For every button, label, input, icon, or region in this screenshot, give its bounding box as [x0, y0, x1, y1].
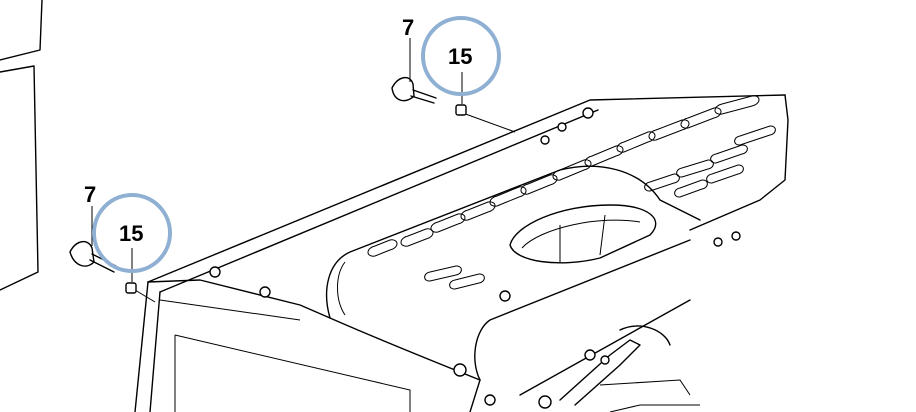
- callout-part-label-top: 7: [402, 15, 414, 40]
- bolt-icon: [391, 77, 437, 104]
- left-fastener: 7 15: [69, 182, 172, 303]
- housing-cover: [134, 94, 789, 412]
- vent-slots-row-1: [367, 95, 760, 257]
- latch-mechanism: [484, 325, 700, 412]
- callout-highlight-label-left: 15: [119, 221, 143, 246]
- vent-slots-row-2: [424, 125, 776, 290]
- nut-icon: [125, 282, 137, 294]
- top-fastener: 7 15: [391, 15, 516, 133]
- highlight-ring-left: [92, 193, 172, 273]
- callout-highlight-label-top: 15: [448, 44, 472, 69]
- bolt-icon: [69, 241, 117, 273]
- left-background-block: [0, 0, 43, 291]
- highlight-ring-top: [421, 16, 501, 96]
- nut-icon: [455, 104, 467, 116]
- callout-part-label-left: 7: [84, 182, 96, 207]
- deck-nuts: [209, 107, 741, 377]
